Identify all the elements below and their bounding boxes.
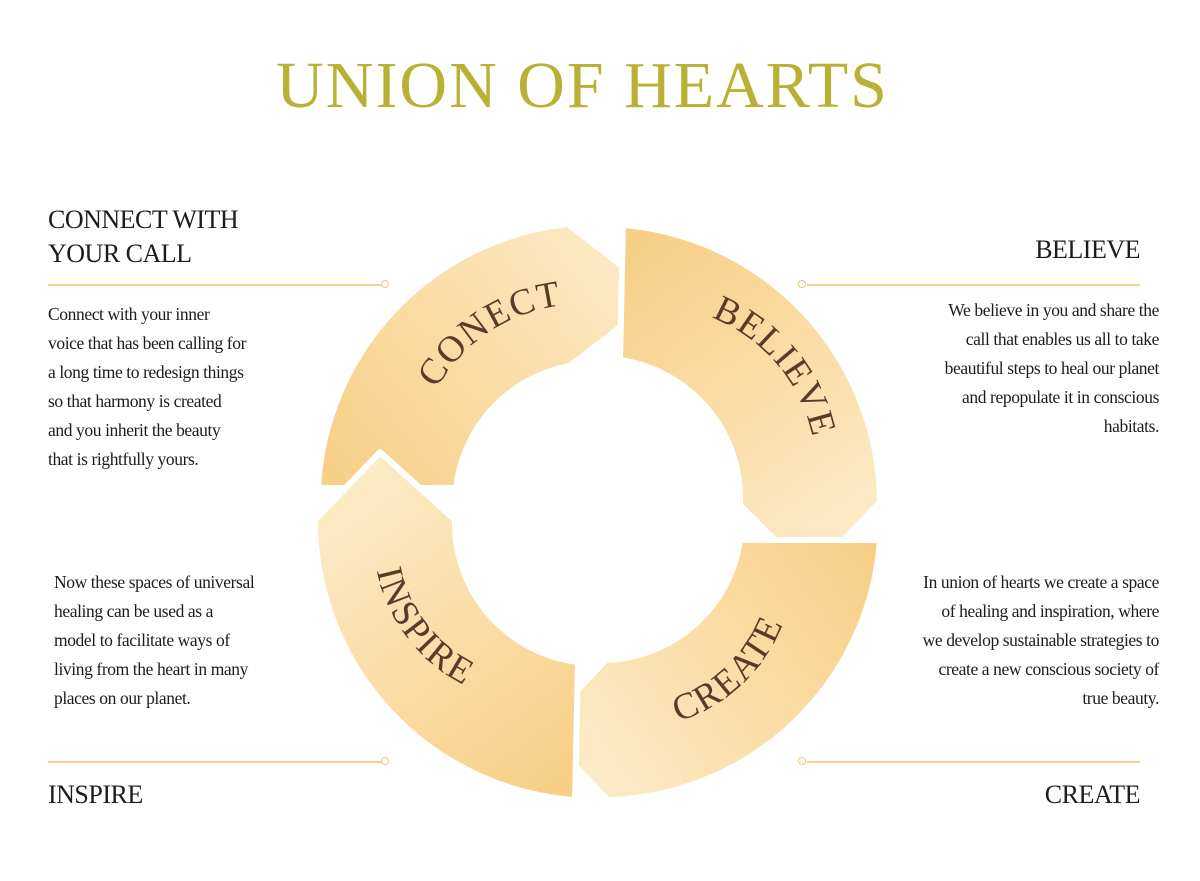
text-line: Now these spaces of universal [54,572,255,592]
heading-connect-with-your-call: CONNECT WITH YOUR CALL [48,203,239,271]
text-line: model to facilitate ways of [54,630,230,650]
text-line: a long time to redesign things [48,362,244,382]
text-line: living from the heart in many [54,659,248,679]
segment-conect: CONECT [315,221,663,491]
text-create: In union of hearts we create a space of … [879,568,1160,713]
text-line: of healing and inspiration, where [941,601,1159,621]
text-line: create a new conscious society of [938,659,1159,679]
text-line: true beauty. [1082,688,1159,708]
text-line: and repopulate it in conscious [962,387,1159,407]
heading-inspire: INSPIRE [48,780,143,809]
text-line: places on our planet. [54,688,191,708]
heading-create: CREATE [1044,780,1141,809]
text-line: habitats. [1103,416,1160,436]
segment-inspire: INSPIRE [311,449,581,803]
divider-top-right [807,284,1140,286]
segment-create: CREATE [537,537,883,803]
divider-bottom-left [48,761,382,763]
text-line: voice that has been calling for [48,333,247,353]
text-line: healing can be used as a [54,601,214,621]
text-line: We believe in you and share the [948,300,1159,320]
text-line: Connect with your inner [48,304,210,324]
heading-line-2: YOUR CALL [48,239,192,268]
text-inspire: Now these spaces of universal healing ca… [54,568,294,713]
heading-believe: BELIEVE [1035,235,1140,264]
text-believe: We believe in you and share the call tha… [899,296,1160,441]
divider-top-left [48,284,382,286]
text-line: we develop sustainable strategies to [922,630,1160,650]
divider-dot-top-left [381,280,389,288]
text-line: In union of hearts we create a space [923,572,1159,592]
text-line: that is rightfully yours. [48,449,199,469]
divider-bottom-right [807,761,1140,763]
divider-dot-top-right [798,280,806,288]
divider-dot-bottom-right [798,757,806,765]
page-title: UNION OF HEARTS [276,49,889,122]
text-connect: Connect with your inner voice that has b… [48,300,288,474]
divider-dot-bottom-left [381,757,389,765]
segment-believe: BELIEVE [617,222,883,578]
heading-line-1: CONNECT WITH [48,205,239,234]
text-line: and you inherit the beauty [48,420,221,440]
text-line: beautiful steps to heal our planet [944,358,1160,378]
text-line: call that enables us all to take [965,329,1160,349]
text-line: so that harmony is created [48,391,222,411]
